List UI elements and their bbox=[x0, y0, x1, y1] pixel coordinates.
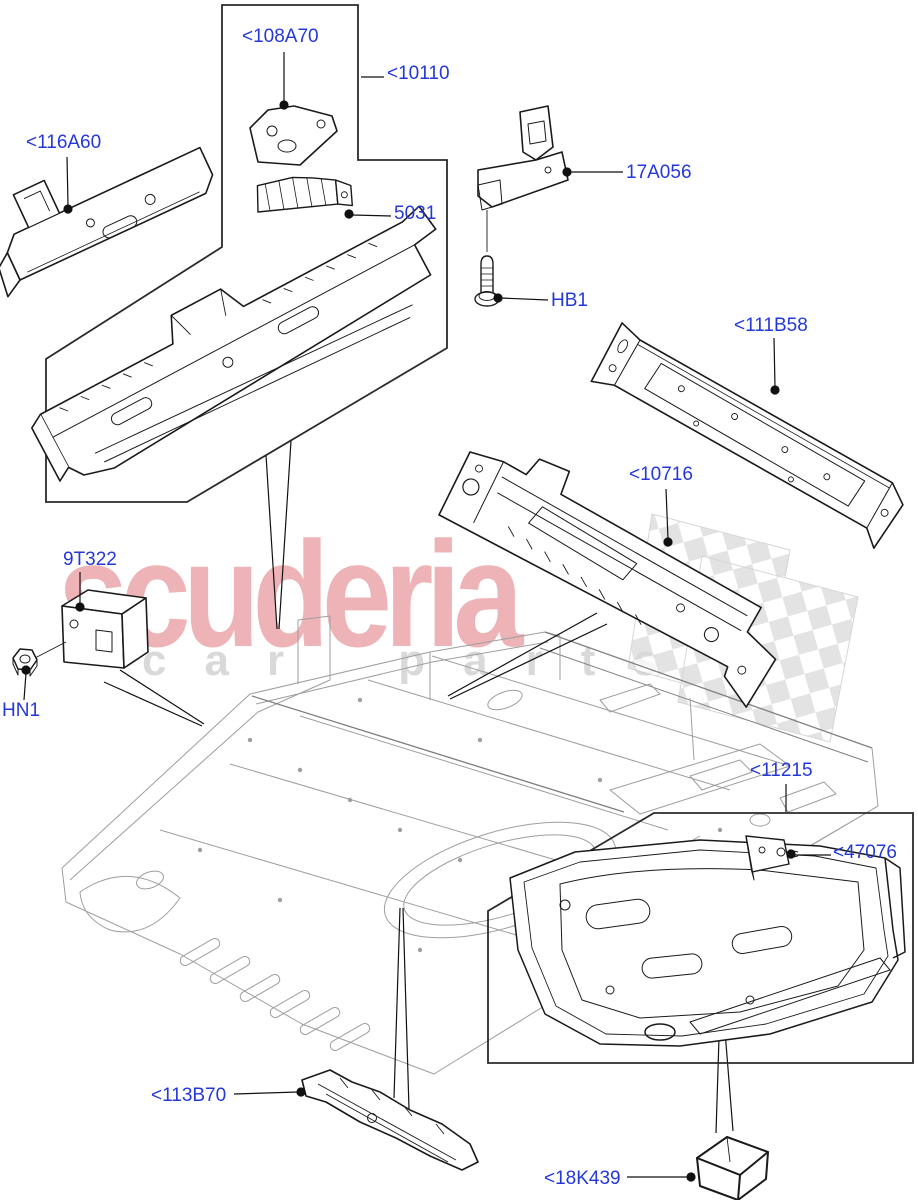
part-drawing-11215-pan bbox=[509, 839, 906, 1047]
box-10110 bbox=[45, 4, 448, 503]
part-drawing-111B58 bbox=[590, 322, 904, 549]
part-label-HN1[interactable]: HN1 bbox=[2, 700, 41, 721]
part-label-18K439[interactable]: <18K439 bbox=[544, 1168, 621, 1189]
part-label-17A056[interactable]: 17A056 bbox=[626, 162, 692, 183]
part-drawing-17A056 bbox=[477, 105, 569, 252]
part-drawing-108A70 bbox=[249, 105, 338, 166]
part-drawing-HN1-nut bbox=[12, 648, 38, 677]
leader-lines bbox=[21, 52, 831, 1182]
part-label-111B58[interactable]: <111B58 bbox=[734, 315, 808, 336]
part-label-10716[interactable]: <10716 bbox=[629, 464, 693, 485]
part-label-9T322[interactable]: 9T322 bbox=[63, 549, 117, 570]
part-drawing-116A60 bbox=[0, 146, 214, 298]
watermark-subtitle: car parts bbox=[142, 636, 696, 685]
part-drawing-47076 bbox=[745, 835, 799, 881]
part-drawing-rear-rail bbox=[30, 205, 437, 482]
part-label-HB1[interactable]: HB1 bbox=[551, 290, 588, 311]
part-drawing-18K439 bbox=[696, 1136, 769, 1200]
part-label-11215[interactable]: <11215 bbox=[750, 760, 813, 781]
part-drawing-5031 bbox=[256, 176, 354, 213]
part-drawing-10716 bbox=[438, 451, 777, 708]
part-drawing-HB1-bolt bbox=[474, 255, 500, 307]
part-label-113B70[interactable]: <113B70 bbox=[151, 1085, 227, 1106]
part-label-5031[interactable]: 5031 bbox=[394, 203, 437, 224]
floor-rib-slots bbox=[179, 938, 371, 1051]
part-drawing-113B70 bbox=[301, 1069, 479, 1171]
part-label-47076[interactable]: <47076 bbox=[833, 842, 897, 863]
part-label-116A60[interactable]: <116A60 bbox=[26, 132, 102, 153]
part-label-10110[interactable]: <10110 bbox=[387, 63, 450, 84]
part-label-108A70[interactable]: <108A70 bbox=[242, 26, 319, 47]
part-drawing-9T322 bbox=[34, 589, 149, 669]
